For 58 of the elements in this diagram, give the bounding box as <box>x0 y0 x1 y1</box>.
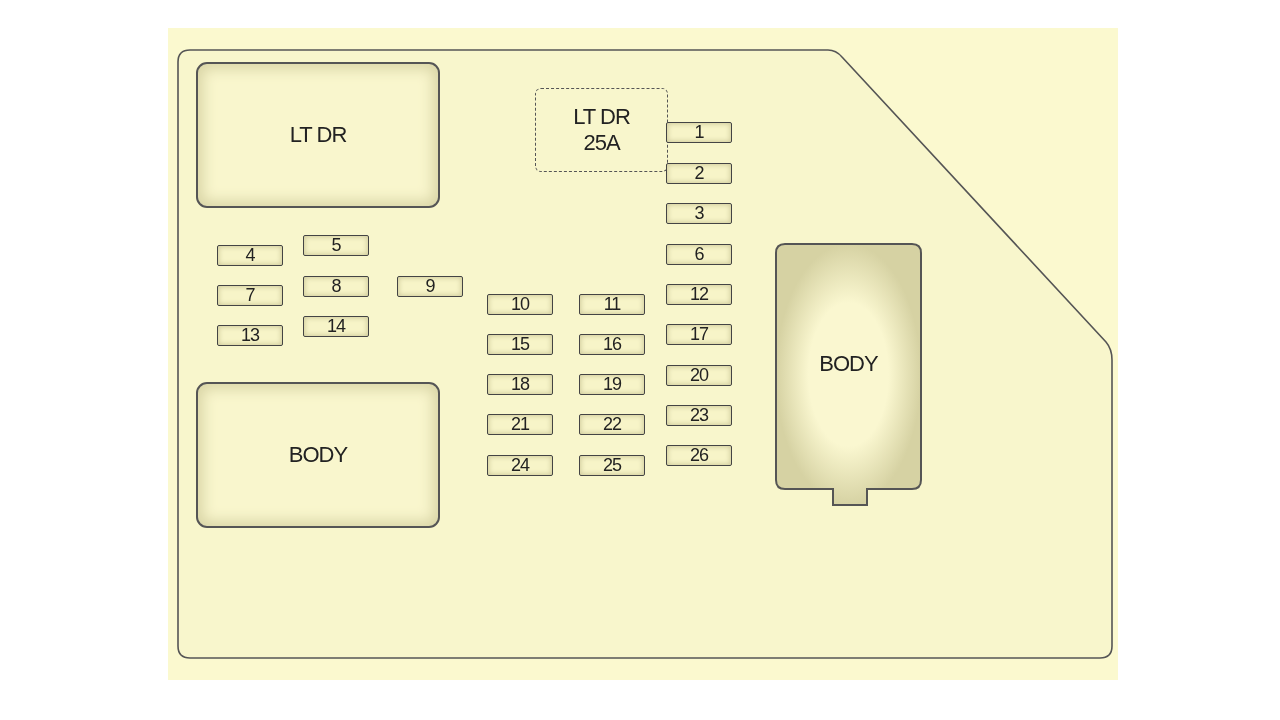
fuse-number: 18 <box>511 374 529 395</box>
fuse <box>487 374 553 395</box>
fuse-number: 1 <box>694 122 704 143</box>
fuse <box>487 414 553 435</box>
fuse <box>303 316 369 337</box>
fuse-number: 24 <box>511 455 529 476</box>
fuse <box>666 244 732 265</box>
fuse <box>666 324 732 345</box>
fuse-number: 12 <box>690 284 708 305</box>
component-label: LT DR 25A <box>572 104 631 156</box>
fuse <box>579 455 645 476</box>
fuse-number: 3 <box>694 203 704 224</box>
fuse-number: 14 <box>327 316 345 337</box>
fuse <box>666 445 732 466</box>
fuse <box>666 122 732 143</box>
fuse-number: 6 <box>694 244 704 265</box>
fuse <box>303 235 369 256</box>
fuse <box>579 374 645 395</box>
fuse <box>579 294 645 315</box>
fuse <box>666 365 732 386</box>
fuse-number: 23 <box>690 405 708 426</box>
fuse <box>397 276 463 297</box>
relay-block <box>196 382 440 528</box>
fuse-number: 19 <box>603 374 621 395</box>
fuse-number: 17 <box>690 324 708 345</box>
fuse <box>666 203 732 224</box>
fuse <box>487 334 553 355</box>
fuse-number: 25 <box>603 455 621 476</box>
component-label: LT DR <box>289 122 347 148</box>
fuse <box>487 455 553 476</box>
fuse <box>217 325 283 346</box>
fuse <box>666 284 732 305</box>
fuse <box>579 334 645 355</box>
component-label: BODY <box>819 351 878 377</box>
fuse-number: 21 <box>511 414 529 435</box>
fuse-number: 15 <box>511 334 529 355</box>
fuse-number: 4 <box>245 245 255 266</box>
fuse <box>217 285 283 306</box>
fuse-number: 7 <box>245 285 255 306</box>
fuse <box>666 405 732 426</box>
fuse-number: 11 <box>603 294 621 315</box>
fuse <box>303 276 369 297</box>
component-label: BODY <box>288 442 348 468</box>
fuse-number: 10 <box>511 294 529 315</box>
fuse-number: 22 <box>603 414 621 435</box>
fuse-number: 9 <box>425 276 435 297</box>
relay-block <box>196 62 440 208</box>
fuse <box>666 163 732 184</box>
fuse-number: 5 <box>331 235 341 256</box>
fuse-number: 20 <box>690 365 708 386</box>
fuse <box>487 294 553 315</box>
fuse <box>217 245 283 266</box>
fuse <box>579 414 645 435</box>
fuse-number: 16 <box>603 334 621 355</box>
fuse-number: 8 <box>331 276 341 297</box>
fuse-number: 13 <box>241 325 259 346</box>
fuse-number: 2 <box>694 163 704 184</box>
fuse-number: 26 <box>690 445 708 466</box>
